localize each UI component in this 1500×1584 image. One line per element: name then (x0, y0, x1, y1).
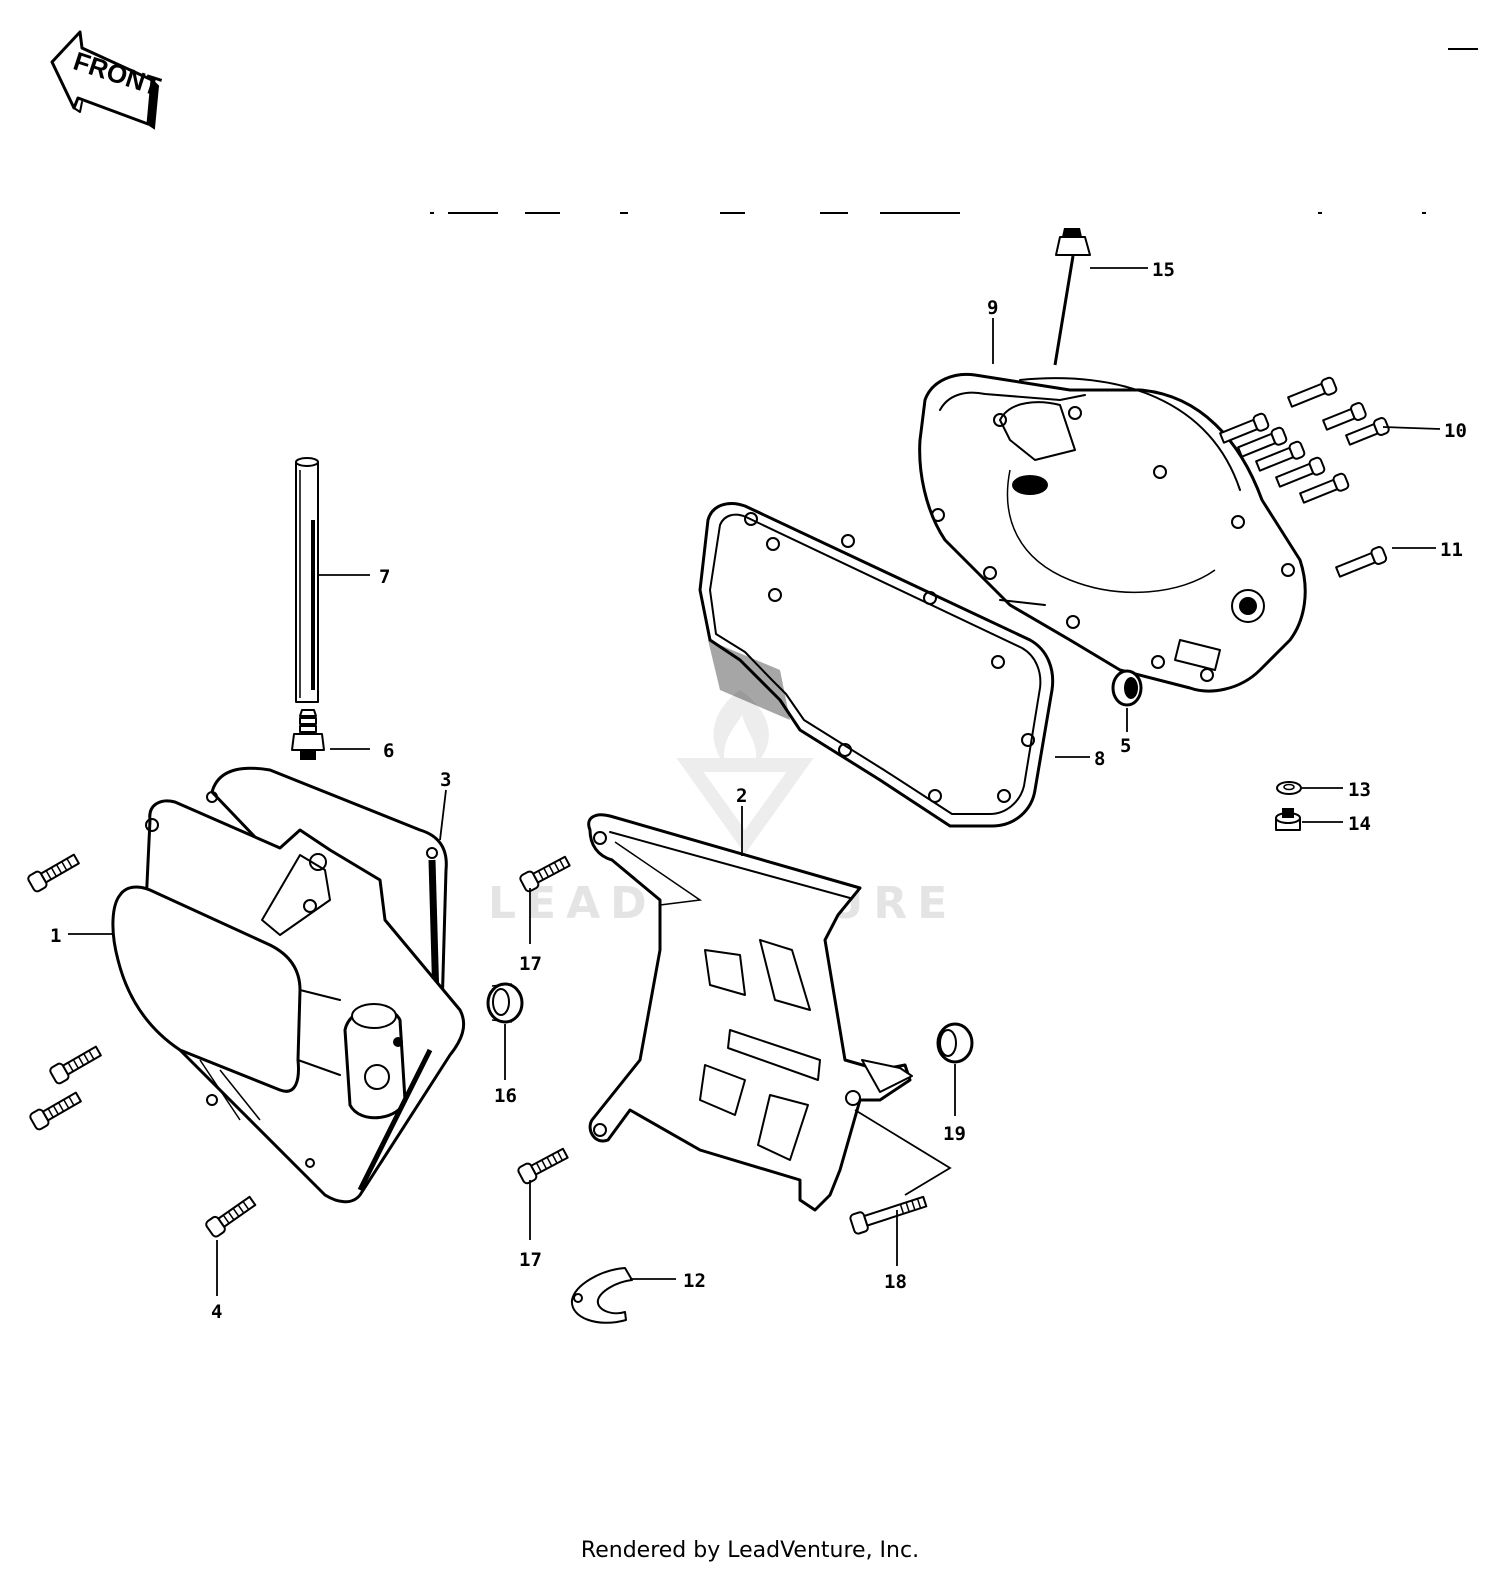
callout-2: 2 (736, 785, 747, 807)
part-15-dipstick (1053, 228, 1091, 366)
scan-artifact-line (430, 48, 1478, 214)
part-6-fitting (291, 709, 325, 760)
part-8-gasket (698, 502, 1055, 828)
part-5-oil-seal (1111, 669, 1143, 707)
callout-19: 19 (943, 1123, 966, 1145)
callout-13: 13 (1348, 779, 1371, 801)
part-7-pipe (295, 457, 319, 703)
callout-8: 8 (1094, 748, 1105, 770)
callout-1: 1 (50, 925, 61, 947)
part-9-crankcase-cover (918, 372, 1307, 693)
leader-lines (68, 267, 1441, 1296)
callout-11: 11 (1440, 539, 1463, 561)
part-12-clip (570, 1267, 633, 1324)
footer-credit: Rendered by LeadVenture, Inc. (580, 1538, 920, 1563)
part-4-bolts (27, 853, 257, 1238)
part-1-cover (111, 799, 466, 1204)
callout-15: 15 (1152, 259, 1175, 281)
callout-14: 14 (1348, 813, 1371, 835)
callout-3: 3 (440, 769, 451, 791)
callout-18: 18 (884, 1271, 907, 1293)
callout-12: 12 (683, 1270, 706, 1292)
part-13-washer (1276, 781, 1302, 795)
callout-9: 9 (987, 297, 998, 319)
callout-7: 7 (379, 566, 390, 588)
callout-labels: 1 2 3 4 5 6 7 8 9 10 11 12 13 14 15 16 1… (50, 259, 1467, 1323)
front-arrow: FRONT (50, 30, 164, 130)
part-19-collar (936, 1022, 974, 1064)
callout-6: 6 (383, 740, 394, 762)
part-18-bolt (849, 1195, 928, 1235)
callout-10: 10 (1444, 420, 1467, 442)
callout-16: 16 (494, 1085, 517, 1107)
part-16-collar (486, 982, 524, 1024)
watermark-logo (676, 690, 814, 855)
part-17-bolts (517, 855, 571, 1185)
callout-4: 4 (211, 1301, 222, 1323)
callout-17-upper: 17 (519, 953, 542, 975)
part-10-bolts (1219, 376, 1390, 504)
callout-5: 5 (1120, 735, 1131, 757)
part-2-sprocket-cover (587, 813, 913, 1212)
part-11-bolt (1335, 546, 1388, 578)
callout-17-lower: 17 (519, 1249, 542, 1271)
part-14-plug (1275, 808, 1301, 831)
